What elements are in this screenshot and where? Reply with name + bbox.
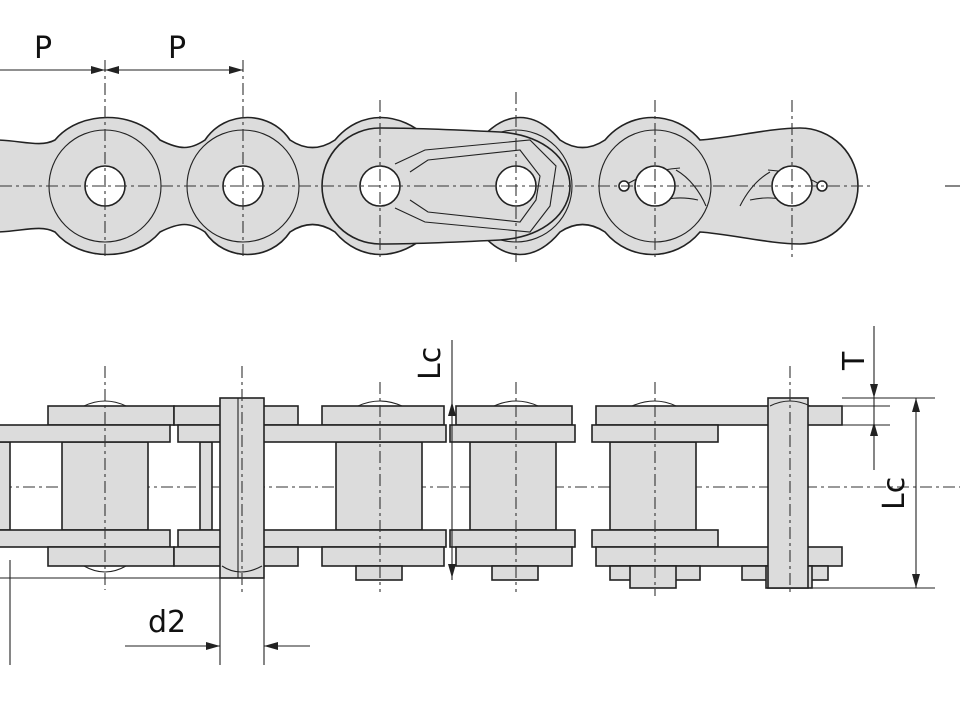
roller-3 bbox=[469, 441, 557, 531]
thickness-label: T bbox=[837, 351, 872, 371]
roller-2 bbox=[335, 441, 423, 531]
offset-link-inner bbox=[409, 149, 541, 223]
roller-4 bbox=[609, 441, 697, 531]
d2-label: d2 bbox=[148, 605, 186, 640]
inner-plate-bottom-3 bbox=[449, 529, 576, 548]
clip-bottom-1 bbox=[355, 565, 403, 581]
outer-plate-bottom-3 bbox=[321, 546, 445, 567]
thickness-arrow-top bbox=[870, 384, 878, 398]
inner-plate-top-mid bbox=[177, 424, 447, 443]
roller-left-pin bbox=[199, 441, 213, 531]
inner-plate-bottom-left bbox=[0, 529, 171, 548]
pin-head-bottom-2 bbox=[221, 565, 263, 573]
pitch-label-left: P bbox=[34, 31, 52, 66]
d2-arrow-left bbox=[206, 642, 220, 650]
pitch-arrow-3 bbox=[229, 66, 243, 74]
inner-plate-top-3 bbox=[449, 424, 576, 443]
roller-left-edge bbox=[0, 441, 11, 531]
d2-arrow-right bbox=[264, 642, 278, 650]
pitch-label-right: P bbox=[168, 31, 186, 66]
lc-top-arrow-down bbox=[448, 564, 456, 578]
outer-plate-bottom-4 bbox=[455, 546, 573, 567]
chain-side-view: P P bbox=[0, 31, 960, 262]
pin-cap-bottom-3 bbox=[629, 565, 677, 589]
lc-right-arrow-top bbox=[912, 398, 920, 412]
inner-plate-bottom-mid bbox=[177, 529, 447, 548]
lc-top-label: Lc bbox=[413, 347, 448, 380]
inner-plate-top-left bbox=[0, 424, 171, 443]
outer-plate-top-1 bbox=[47, 405, 175, 426]
pitch-arrow-2 bbox=[105, 66, 119, 74]
outer-plate-top-4 bbox=[455, 405, 573, 426]
thickness-arrow-bottom bbox=[870, 422, 878, 436]
clip-bottom-2 bbox=[491, 565, 539, 581]
chain-plan-view: Lc T Lc d2 bbox=[0, 326, 960, 665]
lc-right-label: Lc bbox=[877, 477, 912, 510]
pitch-arrow-1 bbox=[91, 66, 105, 74]
right-pin bbox=[767, 397, 809, 589]
lc-right-arrow-bottom bbox=[912, 574, 920, 588]
lc-top-arrow-up bbox=[448, 402, 456, 416]
outer-plate-top-3 bbox=[321, 405, 445, 426]
outer-plate-bottom-1 bbox=[47, 546, 175, 567]
pin-head-bottom-1 bbox=[83, 565, 127, 573]
